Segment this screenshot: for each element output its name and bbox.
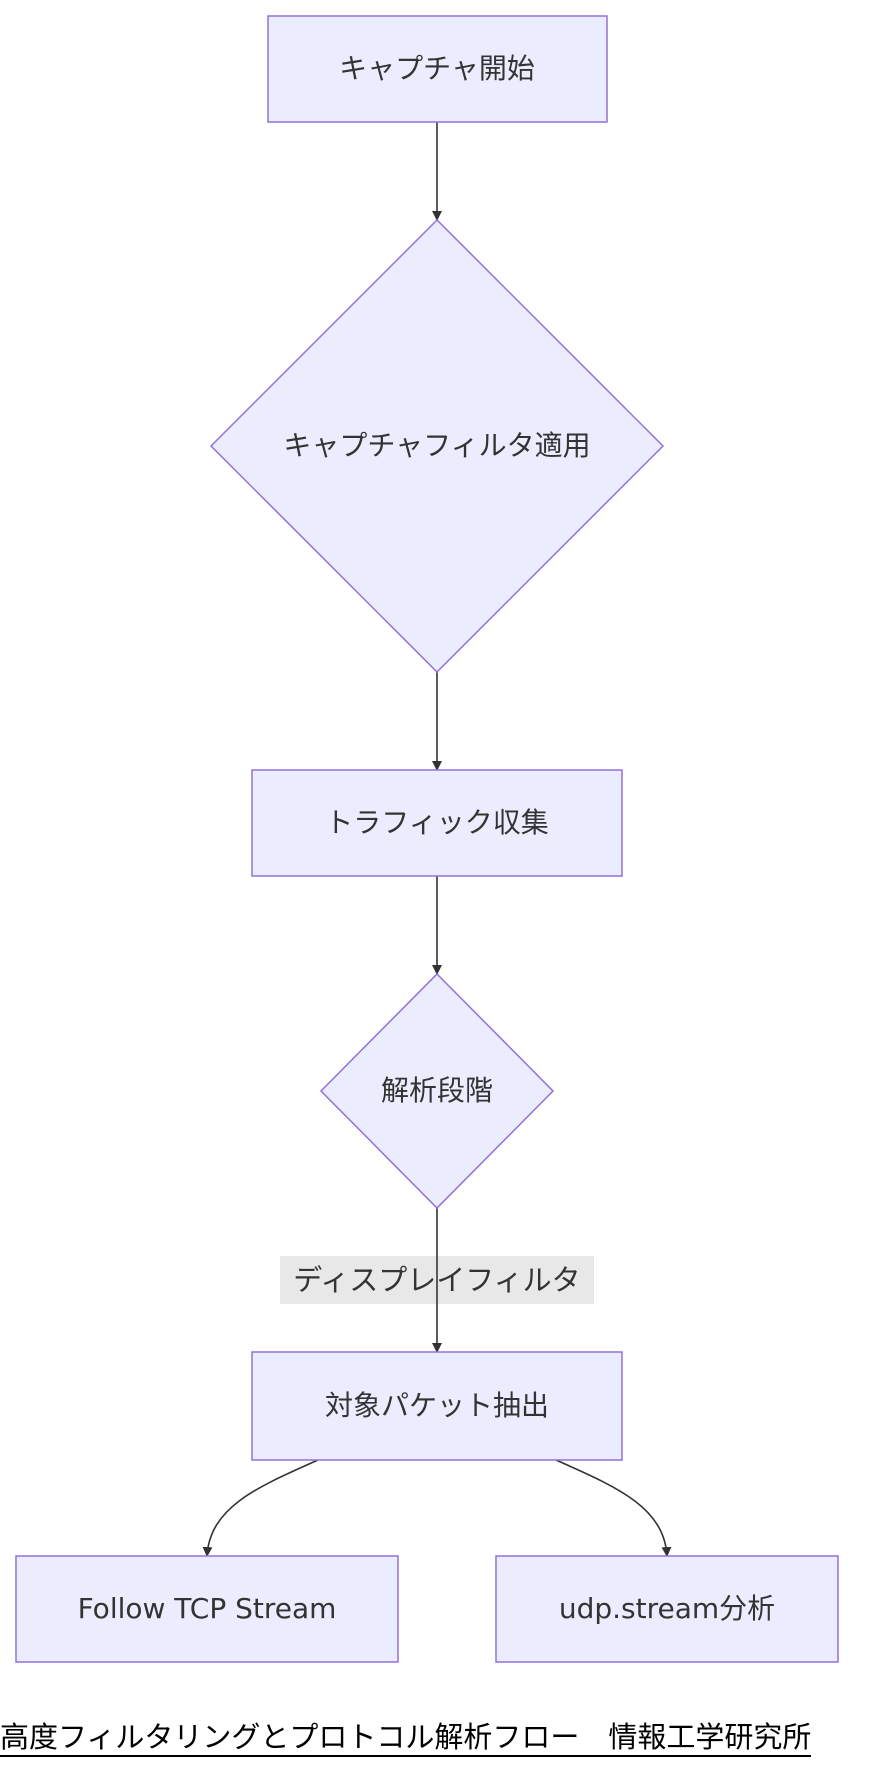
footer-caption-text: 高度フィルタリングとプロトコル解析フロー 情報工学研究所 — [0, 1720, 812, 1757]
edge-label-display-filter: ディスプレイフィルタ — [280, 1256, 594, 1304]
node-follow-tcp-stream-label: Follow TCP Stream — [78, 1592, 337, 1625]
node-capture-filter-label: キャプチャフィルタ適用 — [283, 429, 590, 462]
node-capture-start: キャプチャ開始 — [267, 15, 608, 123]
node-follow-tcp-stream: Follow TCP Stream — [15, 1555, 399, 1663]
node-packet-extract: 対象パケット抽出 — [251, 1351, 623, 1461]
node-packet-extract-label: 対象パケット抽出 — [325, 1389, 549, 1422]
node-capture-start-label: キャプチャ開始 — [339, 52, 535, 85]
node-udp-stream-analysis: udp.stream分析 — [495, 1555, 839, 1663]
footer-caption: 高度フィルタリングとプロトコル解析フロー 情報工学研究所 — [0, 1720, 870, 1760]
edge-label-text: ディスプレイフィルタ — [293, 1263, 580, 1297]
node-traffic-collect: トラフィック収集 — [251, 769, 623, 877]
node-analysis-stage: 解析段階 — [319, 972, 555, 1210]
node-udp-stream-analysis-label: udp.stream分析 — [559, 1592, 775, 1625]
edge-extract-to-udp-stream — [555, 1459, 672, 1557]
edges — [202, 122, 672, 1557]
node-capture-filter: キャプチャフィルタ適用 — [209, 218, 665, 674]
node-traffic-collect-label: トラフィック収集 — [325, 806, 548, 839]
node-analysis-stage-label: 解析段階 — [381, 1074, 493, 1107]
edge-extract-to-follow-tcp — [202, 1459, 319, 1557]
